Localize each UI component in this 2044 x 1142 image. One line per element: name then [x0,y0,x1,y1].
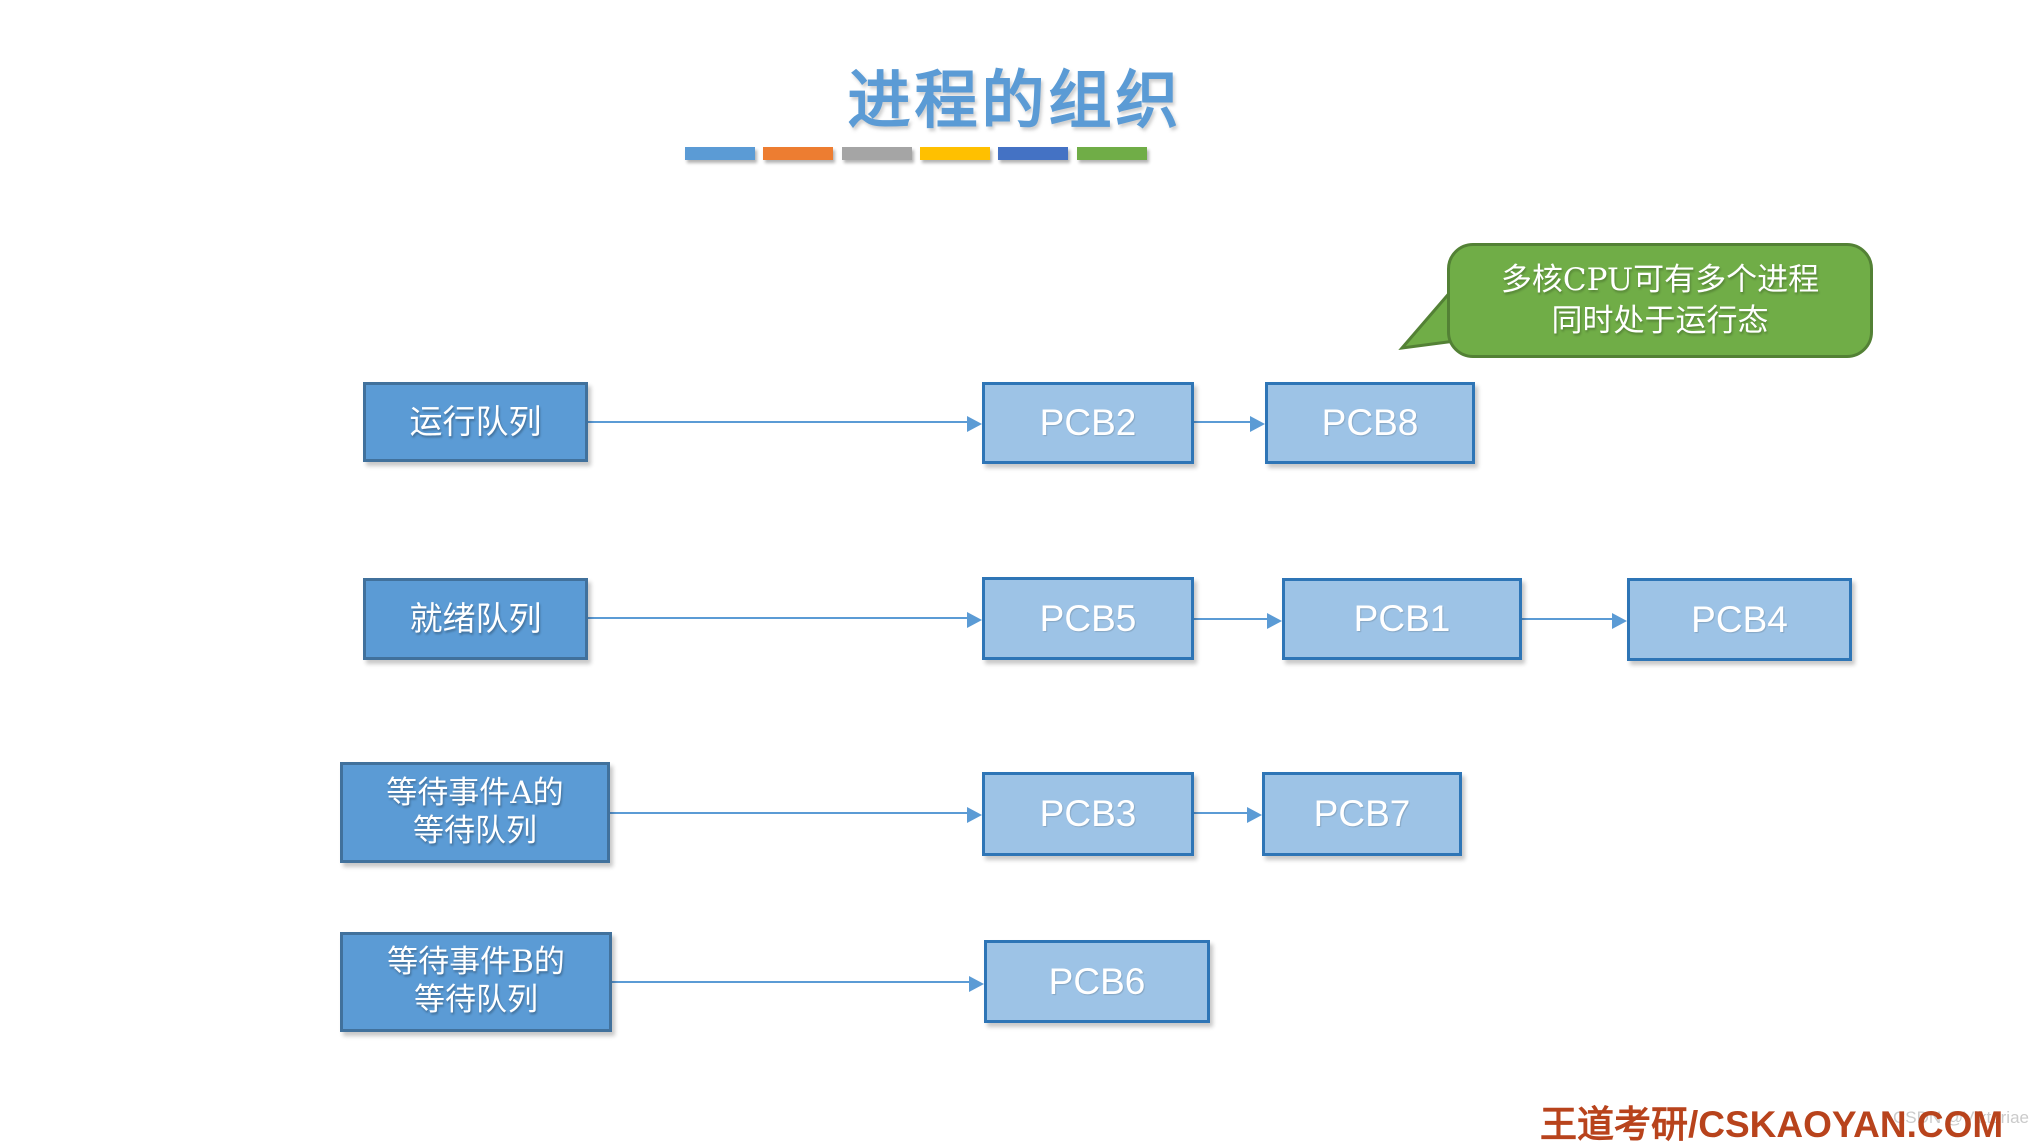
queue-box-ready: 就绪队列 [363,578,588,660]
accent-bar-gold [920,147,990,160]
pcb-label: PCB3 [1039,793,1137,834]
queue-box-waiting-b: 等待事件B的 等待队列 [340,932,612,1032]
connector-pcb5-to-pcb1 [1194,613,1282,629]
pcb-box-pcb3: PCB3 [982,772,1194,856]
connector-waiting-a-to-pcb3 [610,807,982,823]
page-title: 进程的组织 [847,63,1183,137]
connector-pcb2-to-pcb8 [1194,416,1265,432]
pcb-label: PCB2 [1039,402,1137,443]
queue-label-line-1: 等待事件B的 [387,944,565,981]
pcb-box-pcb1: PCB1 [1282,578,1522,660]
queue-label-line-2: 等待队列 [414,982,538,1018]
accent-bar-gray [842,147,912,160]
pcb-label: PCB6 [1048,960,1146,1002]
callout-line-2: 同时处于运行态 [1551,302,1769,339]
accent-bar-orange [763,147,833,160]
callout-line-1: 多核CPU可有多个进程 [1500,261,1820,298]
queue-label: 就绪队列 [409,598,542,638]
queue-label: 运行队列 [409,401,542,441]
callout-bubble: 多核CPU可有多个进程 同时处于运行态 [1447,243,1873,358]
queue-box-waiting-a: 等待事件A的 等待队列 [340,762,610,863]
csdn-watermark: CSDN @Viktoriae [1893,1108,2029,1127]
accent-bar-blue [685,147,755,160]
pcb-box-pcb6: PCB6 [984,940,1210,1023]
pcb-label: PCB4 [1691,598,1788,640]
connector-pcb3-to-pcb7 [1194,807,1262,823]
queue-box-running: 运行队列 [363,382,588,462]
pcb-label: PCB1 [1353,598,1451,639]
accent-bar-green [1077,147,1147,160]
connector-running-to-pcb2 [588,416,982,432]
pcb-box-pcb5: PCB5 [982,577,1194,660]
connector-waiting-b-to-pcb6 [612,976,984,992]
pcb-box-pcb7: PCB7 [1262,772,1462,856]
queue-label-line-2: 等待队列 [413,812,537,849]
queue-label-line-1: 等待事件A的 [386,774,564,811]
pcb-label: PCB7 [1313,793,1411,834]
accent-bar-darkblue [998,147,1068,160]
pcb-label: PCB5 [1039,597,1137,639]
pcb-box-pcb8: PCB8 [1265,382,1475,464]
pcb-label: PCB8 [1321,402,1419,443]
pcb-box-pcb4: PCB4 [1627,578,1852,661]
brand-watermark: 王道考研/CSKAOYAN.COM [1540,1104,2004,1142]
pcb-box-pcb2: PCB2 [982,382,1194,464]
connector-ready-to-pcb5 [588,612,982,628]
connector-pcb1-to-pcb4 [1522,613,1627,629]
